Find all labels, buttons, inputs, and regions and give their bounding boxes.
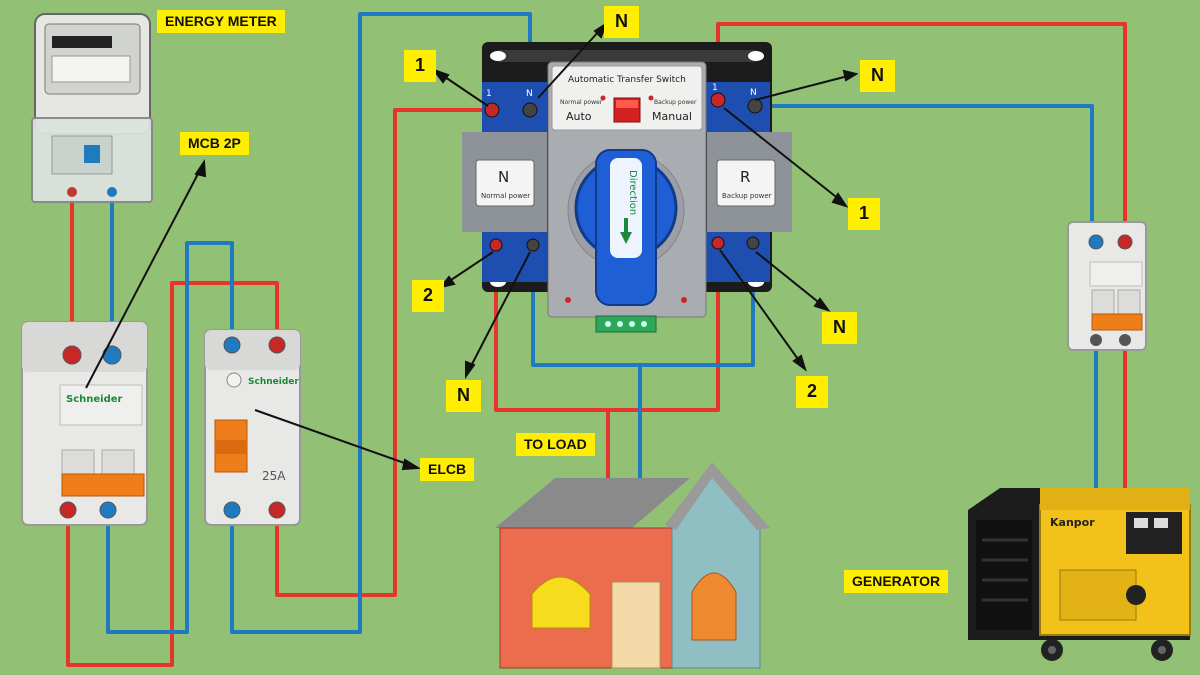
ats-backup-power: Backup power — [654, 99, 697, 106]
ats-auto: Auto — [566, 110, 592, 123]
n-label-top-right: N — [860, 60, 895, 92]
wire-elcb-ats-live — [275, 108, 492, 597]
wire-mcb-elcb-live — [66, 281, 279, 667]
mcb-brand-text: Schneider — [66, 394, 123, 405]
elcb-brand-text: Schneider — [248, 377, 299, 387]
two-label-left: 2 — [412, 280, 445, 312]
elcb: Schneider 25A — [204, 329, 301, 526]
n-label-top: N — [604, 6, 639, 38]
one-label-right: 1 — [848, 198, 881, 230]
ats-right-letter: R — [740, 168, 750, 186]
ats-manual: Manual — [652, 110, 692, 123]
generator: Kanpor — [968, 488, 1191, 661]
generator-mcb — [1067, 221, 1147, 351]
ats-normal-power: Normal power — [560, 99, 603, 106]
generator-label: GENERATOR — [844, 570, 949, 594]
wire-ats-gen-neutral — [755, 104, 1094, 240]
ats-term-1-right: 1 — [712, 83, 718, 93]
n-label-bottom-right: N — [822, 312, 857, 344]
ats-term-n-left: N — [526, 89, 533, 99]
ats-title: Automatic Transfer Switch — [568, 75, 686, 85]
ats-direction-text: Direction — [627, 170, 638, 215]
ats-term-1-left: 1 — [486, 89, 492, 99]
energy-meter — [31, 13, 153, 203]
wire-ats-load-neutral-left — [531, 250, 642, 480]
house-load — [495, 462, 770, 669]
wire-mcb-elcb-neutral — [106, 241, 234, 634]
ats-left-letter: N — [498, 168, 509, 186]
energy-meter-label: ENERGY METER — [157, 10, 285, 34]
ats-term-n-right: N — [750, 88, 757, 98]
automatic-transfer-switch: 1 N 1 N N Normal power R Backup power Au… — [462, 42, 792, 333]
n-label-bottom-left: N — [446, 380, 481, 412]
elcb-label: ELCB — [420, 458, 475, 482]
two-label-right: 2 — [796, 376, 829, 408]
mcb-2p: Schneider — [21, 321, 148, 526]
wire-ats-load-live-left — [494, 250, 610, 480]
one-label-left: 1 — [404, 50, 437, 82]
wire-elcb-ats-neutral — [230, 12, 532, 634]
generator-brand-text: Kanpor — [1050, 516, 1095, 529]
mcb-2p-label: MCB 2P — [180, 132, 249, 156]
ats-left-sub: Normal power — [481, 192, 530, 200]
ats-right-sub: Backup power — [722, 192, 772, 200]
to-load-label: TO LOAD — [516, 433, 595, 457]
wire-ats-load-live-right — [608, 250, 720, 412]
elcb-rating-text: 25A — [262, 469, 286, 483]
